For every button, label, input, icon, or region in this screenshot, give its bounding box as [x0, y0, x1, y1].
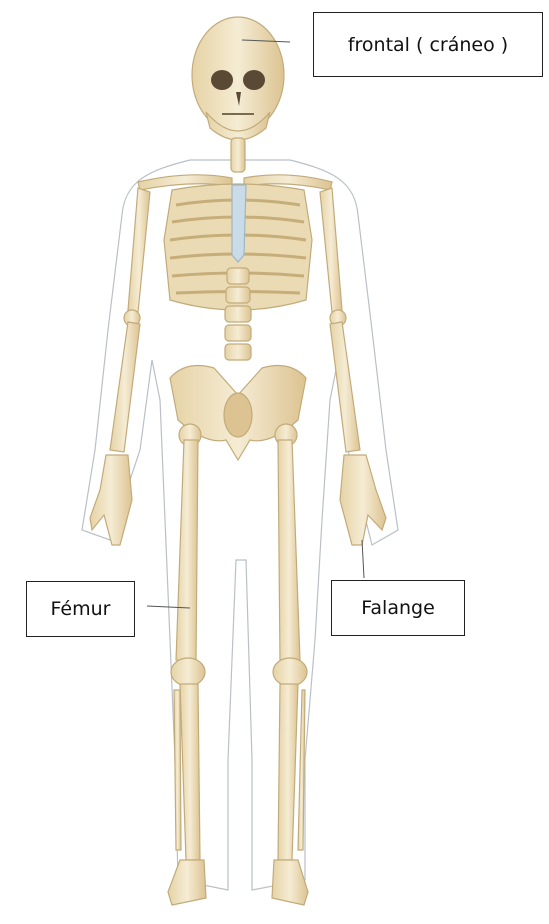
- eye-socket-right: [243, 70, 265, 90]
- radius-ulna-right: [330, 322, 360, 452]
- leader-line-falange: [362, 540, 364, 578]
- label-frontal-text: frontal ( cráneo ): [348, 34, 508, 56]
- cervical-spine: [231, 138, 245, 172]
- femur-right: [278, 440, 300, 662]
- hand-left: [90, 455, 132, 545]
- femur-left: [176, 440, 198, 662]
- knee-left: [171, 658, 205, 686]
- label-falange: Falange: [331, 580, 465, 636]
- sternum: [232, 185, 246, 262]
- label-femur-text: Fémur: [51, 598, 111, 620]
- humerus-right: [320, 188, 342, 312]
- lumbar-spine: [225, 268, 251, 360]
- humerus-left: [128, 188, 150, 312]
- label-falange-text: Falange: [361, 597, 435, 619]
- hand-right: [340, 455, 386, 545]
- eye-socket-left: [211, 70, 233, 90]
- foot-left: [168, 860, 206, 905]
- tibia-right: [278, 684, 298, 860]
- label-frontal: frontal ( cráneo ): [313, 12, 543, 77]
- fibula-right: [298, 690, 305, 850]
- label-femur: Fémur: [26, 581, 135, 637]
- radius-ulna-left: [110, 322, 140, 452]
- sacrum: [224, 393, 252, 437]
- fibula-left: [174, 690, 181, 850]
- skull: [192, 17, 284, 133]
- foot-right: [272, 860, 308, 905]
- tibia-left: [180, 684, 200, 860]
- knee-right: [273, 658, 307, 686]
